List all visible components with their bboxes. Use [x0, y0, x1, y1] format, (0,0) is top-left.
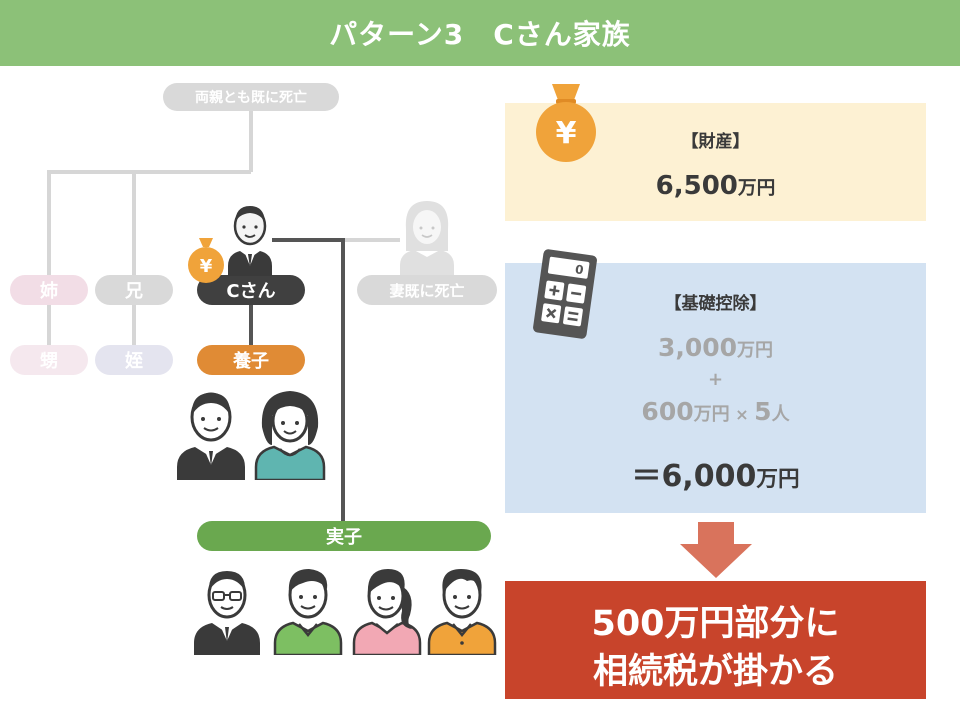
money-bag-yen: ¥: [200, 256, 213, 277]
assets-bag-yen: ¥: [556, 116, 577, 151]
wife-deceased-label: 妻既に死亡: [357, 275, 497, 305]
adopted-daughter-icon: [254, 391, 326, 480]
brother-label: 兄: [95, 275, 173, 305]
family-tree-lines: [47, 111, 400, 521]
title-banner: パターン3 Cさん家族: [0, 0, 960, 66]
deduction-total-number: 6,000: [661, 459, 757, 494]
assets-money-bag-icon: ¥: [536, 84, 596, 162]
child-3-icon: [352, 569, 422, 655]
deduction-base: 3,000万円: [505, 333, 926, 362]
deduction-per-unit: 万円: [693, 404, 730, 425]
child-2-icon: [273, 569, 343, 655]
result-line-1: 500万円部分に: [591, 604, 840, 644]
deduction-total-unit: 万円: [756, 467, 800, 492]
adopted-son-icon: [177, 392, 245, 480]
niece-label: 甥: [10, 345, 88, 375]
deduction-total: ＝6,000万円: [505, 451, 926, 495]
deduction-base-number: 3,000: [657, 333, 738, 362]
assets-title: 【財産】: [681, 132, 750, 152]
result-line-2: 相続税が掛かる: [592, 652, 838, 692]
c-san-person-icon: [228, 206, 272, 276]
parents-deceased-label: 両親とも既に死亡: [163, 83, 339, 111]
deduction-title: 【基礎控除】: [664, 294, 767, 314]
calculator-icon: 0: [533, 249, 597, 339]
real-children-connector: [272, 238, 345, 521]
page-title: パターン3 Cさん家族: [329, 18, 631, 51]
adopted-child-label: 養子: [197, 345, 305, 375]
nephew-label: 姪: [95, 345, 173, 375]
wife-person-icon: [400, 201, 454, 275]
deduction-per-number: 600: [641, 397, 694, 426]
deduction-per-heir: 600万円 × 5人: [505, 397, 926, 426]
down-arrow-icon: [680, 522, 752, 578]
sister-label: 姉: [10, 275, 88, 305]
assets-amount: 6,500万円: [505, 171, 926, 201]
money-bag-icon: ¥: [188, 238, 224, 283]
result-panel: 500万円部分に 相続税が掛かる: [505, 581, 926, 699]
child-1-icon: [194, 571, 260, 655]
biological-children-label: 実子: [197, 521, 491, 551]
calculator-display: 0: [574, 262, 584, 277]
deduction-total-prefix: ＝: [631, 459, 662, 494]
deduction-count-number: 5: [754, 397, 772, 426]
assets-amount-number: 6,500: [655, 171, 738, 201]
deduction-count-unit: 人: [771, 404, 790, 425]
deduction-base-unit: 万円: [737, 340, 774, 361]
deduction-plus: +: [707, 369, 724, 390]
child-4-icon: [427, 569, 497, 655]
assets-amount-unit: 万円: [737, 178, 776, 199]
deduction-times: ×: [735, 405, 749, 424]
c-san-label: Cさん: [197, 275, 305, 305]
